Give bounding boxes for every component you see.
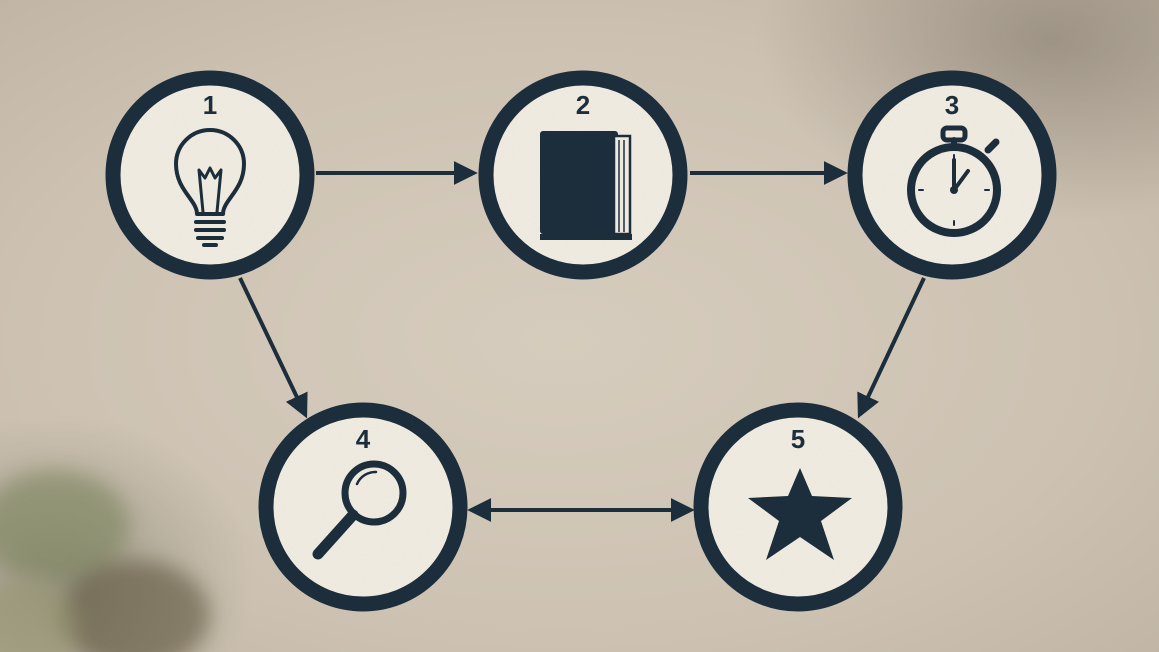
magnifying-glass-icon (312, 460, 407, 560)
arrow-1-to-4 (238, 277, 308, 419)
node-label: 5 (791, 424, 805, 454)
lightbulb-icon (174, 128, 246, 247)
node-label: 2 (576, 90, 590, 120)
blurred-plant-leaf (0, 470, 130, 580)
stopwatch-icon (907, 125, 1001, 237)
node-4: 4 (258, 402, 468, 612)
blurred-plant-leaf (60, 560, 210, 652)
node-texture (121, 86, 299, 264)
star-icon (748, 468, 852, 560)
book-icon (540, 131, 632, 240)
node-5: 5 (693, 402, 903, 612)
node-label: 4 (356, 424, 371, 454)
node-label: 3 (945, 90, 959, 120)
node-3: 3 (847, 70, 1057, 280)
node-1: 1 (105, 70, 315, 280)
node-2: 2 (478, 70, 688, 280)
node-label: 1 (203, 90, 217, 120)
arrow-3-to-5 (857, 277, 926, 419)
connectors (238, 161, 926, 522)
